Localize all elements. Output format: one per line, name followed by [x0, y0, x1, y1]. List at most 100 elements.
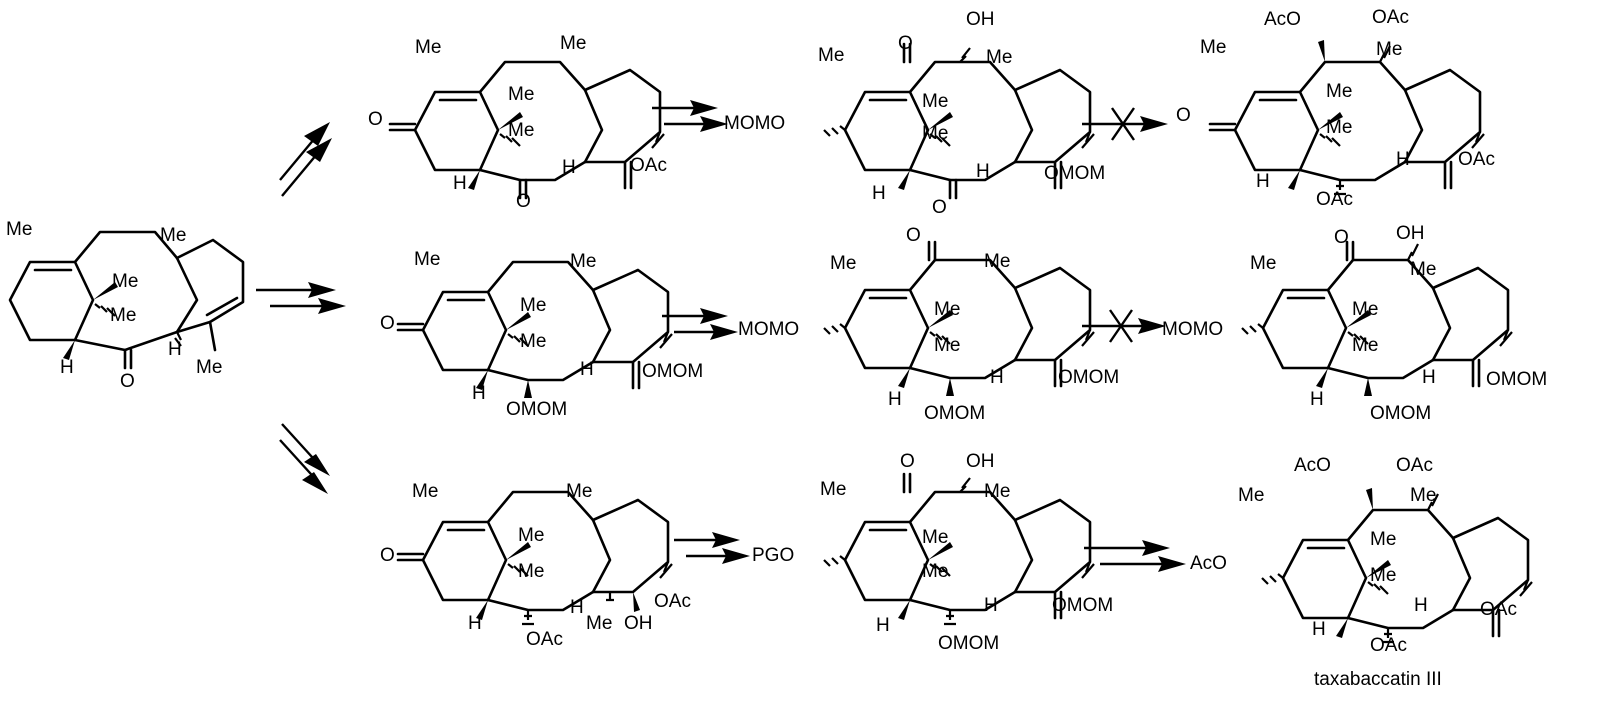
r3c3-oac-bottom: OAc: [1370, 635, 1407, 656]
r3c3-aco-top: AcO: [1294, 455, 1331, 476]
r1c3-oac-bottom: OAc: [1316, 189, 1353, 210]
r2c3-methyl-bridge-1: Me: [1352, 299, 1378, 320]
r3c3-methyl-bridge-1: Me: [1370, 529, 1396, 550]
r3c2-methyl-bridge-1: Me: [922, 527, 948, 548]
r3c3-hydrogen-right: H: [1414, 595, 1428, 616]
r2c2-methyl-top-left: Me: [830, 253, 856, 274]
r2c1-omom-right: OMOM: [642, 361, 703, 382]
r2c3-hydrogen-left: H: [1310, 389, 1324, 410]
r1c3-methyl-bridge-1: Me: [1326, 81, 1352, 102]
r2c1-oxygen-left: O: [380, 313, 395, 334]
r1c1-methyl-bridge-1: Me: [508, 84, 534, 105]
sm-methyl-right: Me: [196, 357, 222, 378]
r1c2-momo: MOMO: [724, 113, 785, 134]
sm-ketone-oxygen: O: [120, 371, 135, 392]
row2-arrow-1: [662, 308, 738, 340]
row3-arrow-2: [1084, 540, 1186, 572]
r3c1-methyl-bottom: Me: [586, 613, 612, 634]
r1c3-aco: AcO: [1264, 9, 1301, 30]
r2c3-methyl-top: Me: [1410, 259, 1436, 280]
r1c3-methyl-top: Me: [1376, 39, 1402, 60]
r3c3-methyl-top: Me: [1410, 485, 1436, 506]
sm-methyl-top: Me: [160, 225, 186, 246]
r1c2-oxygen-bottom: O: [932, 197, 947, 218]
r1c2-methyl-bridge-2: Me: [922, 123, 948, 144]
r3c1-oac-right: OAc: [654, 591, 691, 612]
branch-arrow-middle: [256, 282, 346, 314]
r3c2-omom-right: OMOM: [1052, 595, 1113, 616]
r3c1-hydrogen-right: H: [570, 597, 584, 618]
r2c1-methyl-top-left: Me: [414, 249, 440, 270]
r2c2-oxygen-top: O: [906, 225, 921, 246]
r3c3-aco-left: AcO: [1190, 553, 1227, 574]
r3c3-methyl-top-left: Me: [1238, 485, 1264, 506]
r2c2-hydrogen-right: H: [990, 367, 1004, 388]
row1-arrow-1: [652, 100, 728, 132]
row2-compound-1: [396, 260, 673, 398]
r3c2-methyl-bridge-2: Me: [922, 561, 948, 582]
r3c2-oxygen-top: O: [900, 451, 915, 472]
r1c1-hydrogen-right: H: [562, 157, 576, 178]
r1c1-methyl-top: Me: [560, 33, 586, 54]
r1c3-oxygen-left: O: [1176, 105, 1191, 126]
sm-methyl-bridge-2: Me: [110, 305, 136, 326]
sm-hydrogen-right: H: [168, 339, 182, 360]
r2c1-methyl-bridge-2: Me: [520, 331, 546, 352]
row2-arrow-2-blocked: [1082, 309, 1166, 343]
r3c2-methyl-top-left: Me: [820, 479, 846, 500]
r3c1-hydrogen-left: H: [468, 613, 482, 634]
r1c1-oxygen-left: O: [368, 109, 383, 130]
row3-compound-3-taxabaccatin: [1261, 488, 1533, 644]
row1-compound-3: [1208, 40, 1485, 196]
r2c3-omom-bottom: OMOM: [1370, 403, 1431, 424]
r1c1-oxygen-bottom: O: [516, 191, 531, 212]
r1c3-oac-top: OAc: [1372, 7, 1409, 28]
r1c1-methyl-top-left: Me: [415, 37, 441, 58]
r2c3-hydrogen-right: H: [1422, 367, 1436, 388]
r1c2-methyl-top: Me: [986, 47, 1012, 68]
r2c1-hydrogen-right: H: [580, 359, 594, 380]
r2c2-omom-right: OMOM: [1058, 367, 1119, 388]
r3c1-methyl-top: Me: [566, 481, 592, 502]
r1c1-methyl-bridge-2: Me: [508, 120, 534, 141]
r2c1-hydrogen-left: H: [472, 383, 486, 404]
r2c2-methyl-bridge-1: Me: [934, 299, 960, 320]
r2c1-methyl-top: Me: [570, 251, 596, 272]
branch-arrow-down: [279, 423, 330, 494]
r3c1-methyl-bridge-2: Me: [518, 561, 544, 582]
r2c2-momo: MOMO: [738, 319, 799, 340]
r1c1-hydrogen-left: H: [453, 173, 467, 194]
row2-compound-3: [1241, 240, 1513, 396]
r3c1-oxygen-left: O: [380, 545, 395, 566]
r1c3-methyl-bridge-2: Me: [1326, 117, 1352, 138]
r2c3-oxygen-top: O: [1334, 227, 1349, 248]
r1c3-oac-right: OAc: [1458, 149, 1495, 170]
r3c2-methyl-top: Me: [984, 481, 1010, 502]
r2c3-omom-right: OMOM: [1486, 369, 1547, 390]
product-caption: taxabaccatin III: [1314, 669, 1442, 690]
row1-compound-2: [823, 42, 1095, 200]
r3c2-oh: OH: [966, 451, 995, 472]
sm-methyl-top-left: Me: [6, 219, 32, 240]
r3c3-oac-top: OAc: [1396, 455, 1433, 476]
sm-hydrogen-left: H: [60, 357, 74, 378]
r2c3-oh: OH: [1396, 223, 1425, 244]
r1c3-hydrogen-left: H: [1256, 171, 1270, 192]
row3-compound-1: [396, 490, 673, 626]
r1c2-methyl-top-left: Me: [818, 45, 844, 66]
r2c2-omom-bottom: OMOM: [924, 403, 985, 424]
r3c2-hydrogen-left: H: [876, 615, 890, 636]
row1-compound-1: [388, 60, 665, 200]
r2c3-methyl-bridge-2: Me: [1352, 335, 1378, 356]
row2-compound-2: [823, 240, 1095, 396]
row3-arrow-1: [674, 532, 750, 564]
r2c2-methyl-top: Me: [984, 251, 1010, 272]
r1c2-omom: OMOM: [1044, 163, 1105, 184]
r2c2-methyl-bridge-2: Me: [934, 335, 960, 356]
r3c2-pgo: PGO: [752, 545, 794, 566]
r3c1-methyl-bridge-1: Me: [518, 525, 544, 546]
r3c2-omom-bottom: OMOM: [938, 633, 999, 654]
r2c1-omom-bottom: OMOM: [506, 399, 567, 420]
r1c2-methyl-bridge-1: Me: [922, 91, 948, 112]
